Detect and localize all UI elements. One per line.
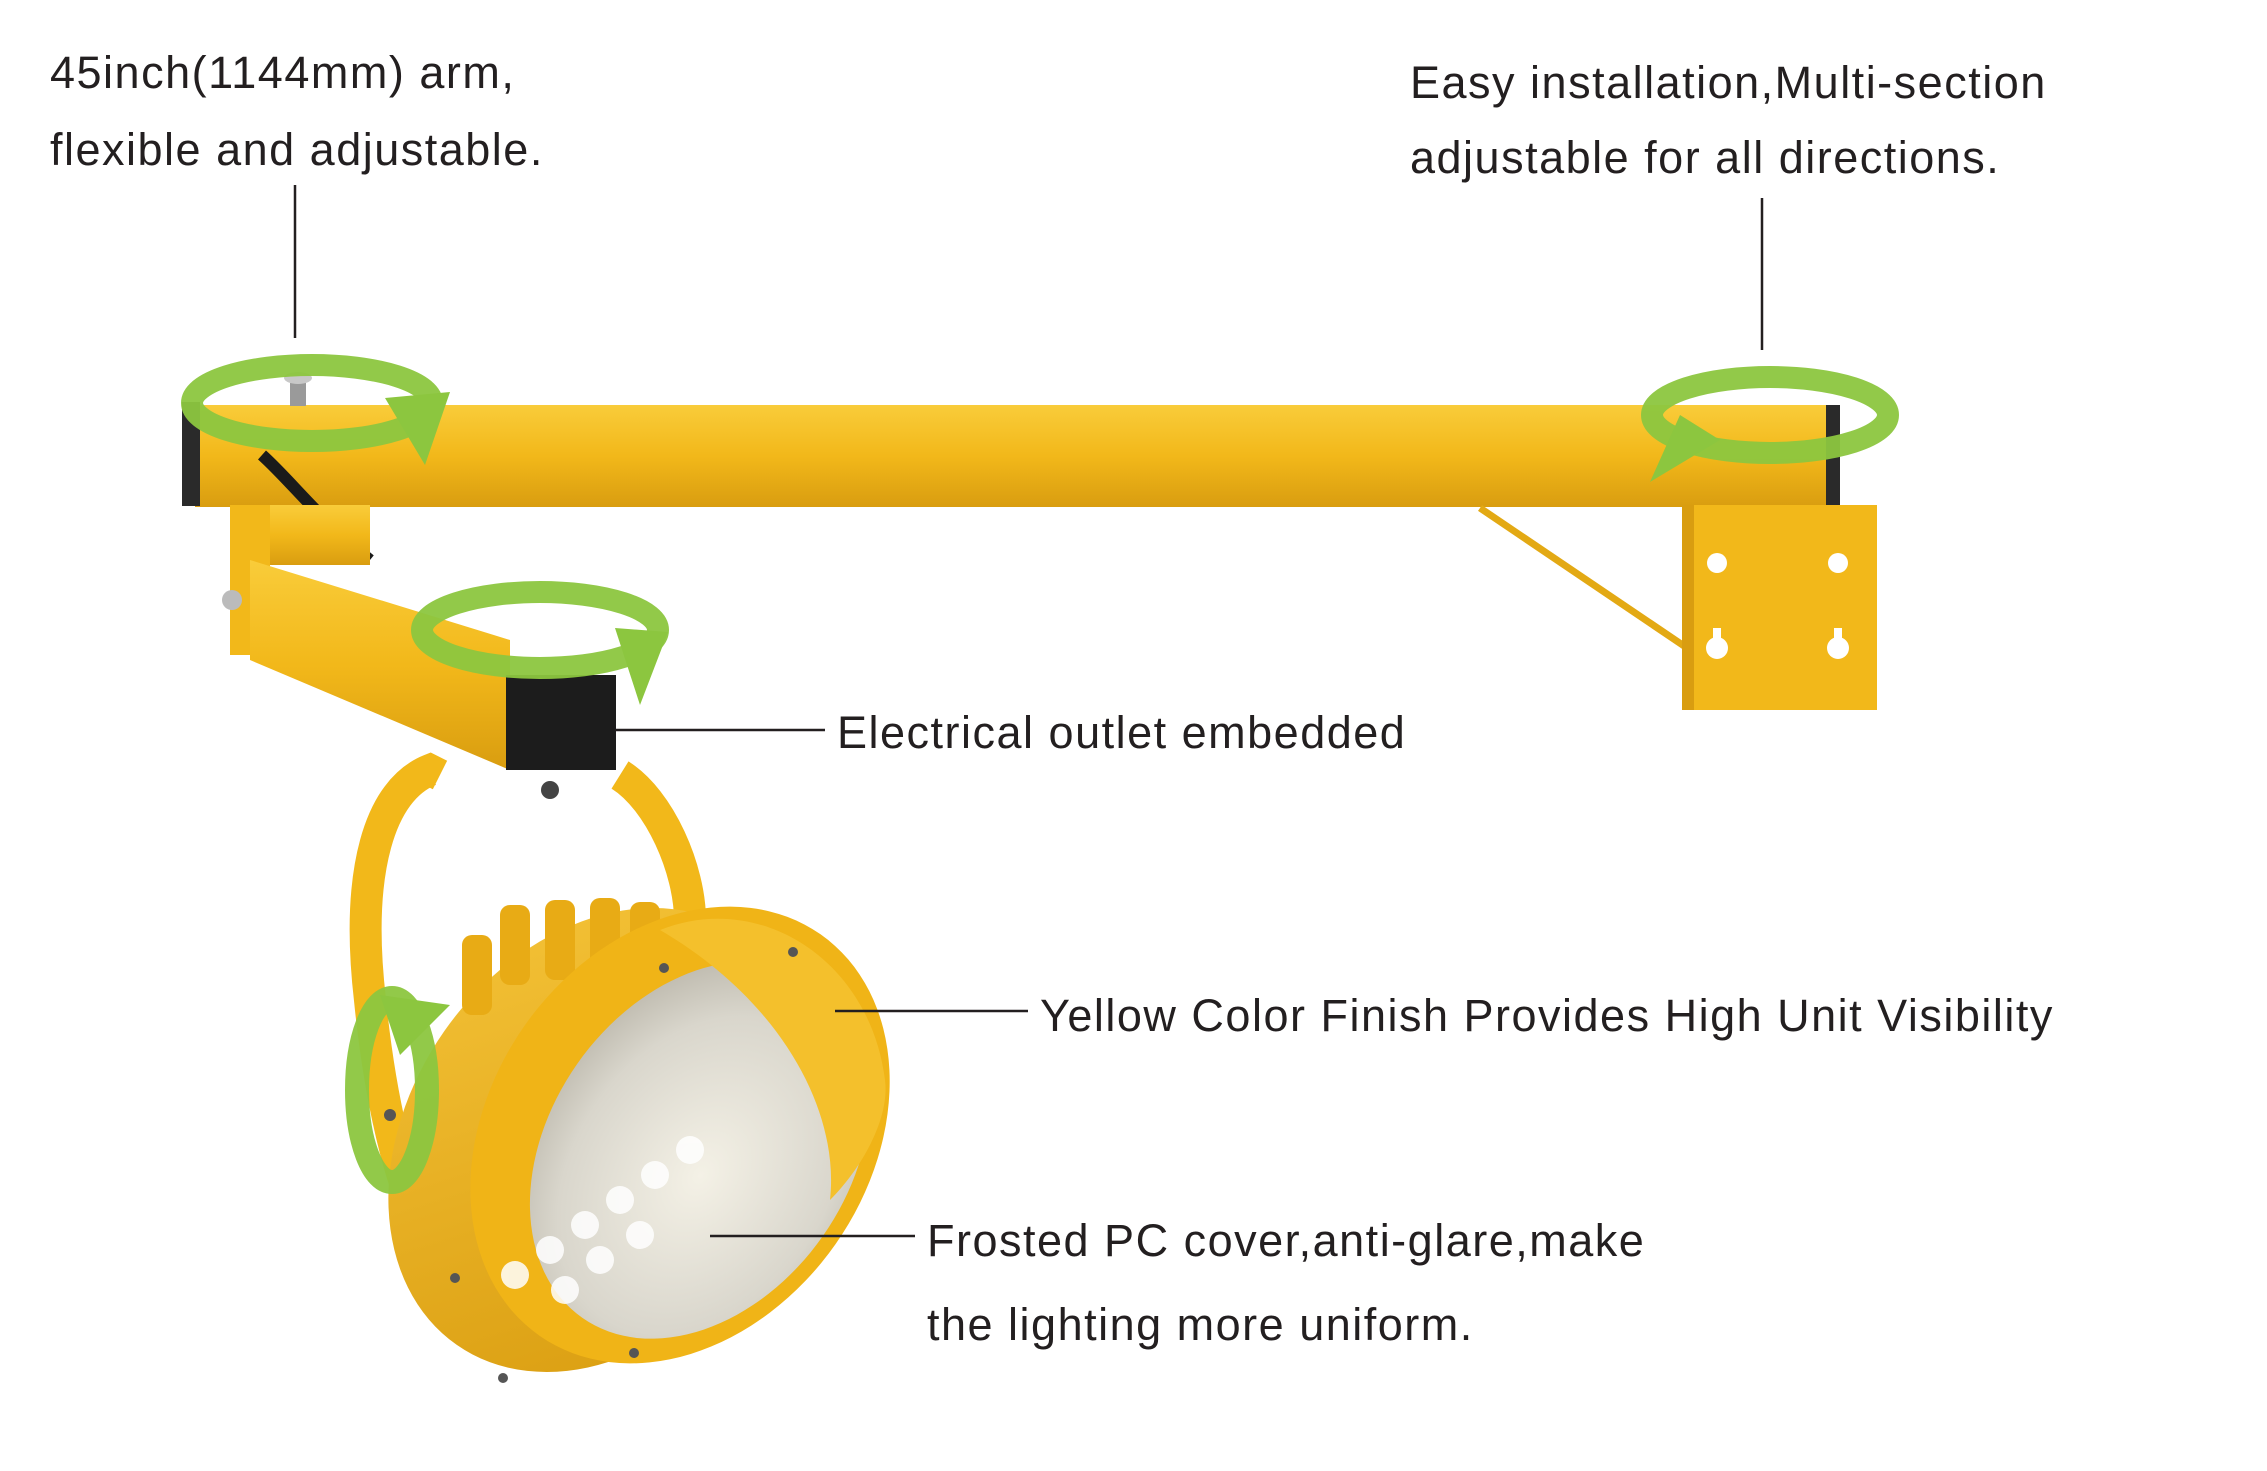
mounting-bracket (1682, 505, 1877, 710)
finish-label: Yellow Color Finish Provides High Unit V… (1040, 990, 2054, 1041)
rotation-arrow-icon (1650, 415, 1720, 482)
arm-flex-label: flexible and adjustable. (50, 124, 544, 175)
rotation-arrow-icon (411, 581, 669, 679)
secondary-arm (222, 560, 616, 770)
rotation-arrow-icon (615, 628, 668, 705)
pivot-bolt (284, 372, 312, 406)
installation-directions-label: adjustable for all directions. (1410, 132, 2001, 183)
rotation-arrow-icon (385, 392, 450, 465)
rotation-arrow-icon (1641, 366, 1899, 464)
lamp-head (384, 898, 890, 1383)
cover-label: Frosted PC cover,anti-glare,make (927, 1215, 1646, 1266)
leader-lines (293, 185, 1764, 1238)
cover-uniform-label: the lighting more uniform. (927, 1299, 1474, 1350)
rotation-arrow-icon (380, 995, 450, 1055)
installation-label: Easy installation,Multi-section (1410, 57, 2047, 108)
arm-length-label: 45inch(1144mm) arm, (50, 47, 516, 98)
main-arm (182, 402, 1840, 653)
outlet-label: Electrical outlet embedded (837, 707, 1407, 758)
